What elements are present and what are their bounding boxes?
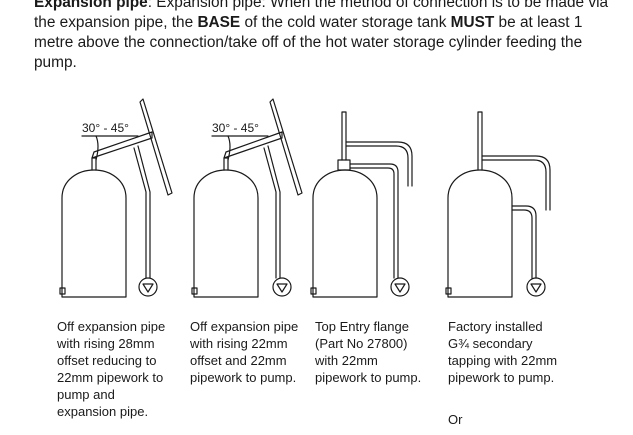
pump-feed-pipe-3 xyxy=(349,163,399,279)
top-entry-flange xyxy=(337,159,351,171)
diagram-1-expansion-offset-28mm: 30° - 45° xyxy=(59,98,173,298)
diagram-4-secondary-tapping xyxy=(445,111,551,298)
pump-3-icon xyxy=(390,277,410,297)
pump-feed-pipe-2 xyxy=(263,145,281,279)
caption-diagram-3: Top Entry flange (Part No 27800) with 22… xyxy=(315,319,422,385)
intro-must-emphasis: MUST xyxy=(450,14,495,31)
vertical-expansion-3 xyxy=(341,111,347,161)
cylinder-1-tapping xyxy=(59,287,66,295)
pump-2-arrow xyxy=(276,283,288,293)
pump-1-icon xyxy=(138,277,158,297)
caption-diagram-4: Factory installed G¾ secondary tapping w… xyxy=(448,319,558,385)
pump-3-arrow xyxy=(394,283,406,293)
intro-text-1: : Expansion pipe: When the method of con… xyxy=(34,0,609,31)
intro-paragraph: Expansion pipe: Expansion pipe: When the… xyxy=(34,0,624,73)
offset-pipe-2 xyxy=(223,131,283,159)
caption-diagram-1: Off expansion pipe with rising 28mm offs… xyxy=(57,319,166,419)
intro-heading: Expansion pipe xyxy=(34,0,148,11)
pump-4-icon xyxy=(526,277,546,297)
connection-diagrams: 30° - 45° 30° - 45° xyxy=(59,98,551,298)
cylinder-2-expansion-pipe xyxy=(223,157,229,171)
angle-label-2: 30° - 45° xyxy=(212,121,259,135)
pump-2-icon xyxy=(272,277,292,297)
intro-text-2: of the cold water storage tank xyxy=(240,14,451,31)
pump-4-arrow xyxy=(530,283,542,293)
caption-diagram-2: Off expansion pipe with rising 22mm offs… xyxy=(190,319,299,385)
cylinder-1 xyxy=(61,169,127,298)
pump-feed-pipe-1 xyxy=(133,145,151,279)
caption-or: Or xyxy=(448,412,463,427)
secondary-tapping-pipe xyxy=(511,205,537,279)
cylinder-3-tapping xyxy=(310,287,317,295)
cylinder-3 xyxy=(312,169,378,298)
intro-base-emphasis: BASE xyxy=(197,14,241,31)
cylinder-4 xyxy=(447,169,513,298)
diagram-2-expansion-offset-22mm: 30° - 45° xyxy=(191,98,303,298)
vertical-expansion-1 xyxy=(139,98,173,196)
offset-pipe-1 xyxy=(91,131,153,159)
expansion-branch-4 xyxy=(481,155,551,211)
intro-text-3: be at least 1 metre above the connection… xyxy=(34,14,583,71)
pump-1-arrow xyxy=(142,283,154,293)
angle-2-arc xyxy=(227,135,231,161)
angle-1-arc xyxy=(95,135,99,161)
cylinder-2 xyxy=(193,169,259,298)
vertical-expansion-2 xyxy=(269,98,303,196)
diagram-3-top-entry-flange xyxy=(310,111,413,298)
vertical-expansion-4 xyxy=(477,111,483,171)
angle-label-1: 30° - 45° xyxy=(82,121,129,135)
cylinder-4-tapping xyxy=(445,287,452,295)
cylinder-2-tapping xyxy=(191,287,198,295)
flange-branch-pipe xyxy=(345,141,413,187)
cylinder-1-expansion-pipe xyxy=(91,157,97,171)
